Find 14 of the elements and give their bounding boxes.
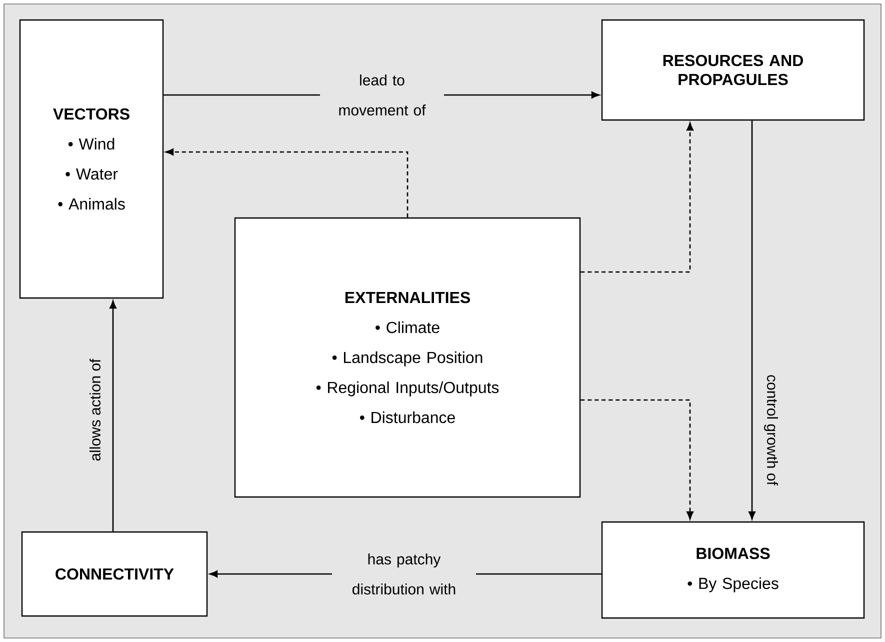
concept-box: BIOMASS • By Species — [601, 521, 865, 619]
edge-label: allows action of — [88, 356, 102, 464]
concept-box: RESOURCES AND PROPAGULES — [601, 19, 865, 121]
arrow — [580, 399, 694, 520]
arrow — [165, 148, 408, 218]
arrow — [580, 122, 694, 273]
edge-label: control growth of — [762, 372, 780, 488]
concept-box: CONNECTIVITY — [21, 531, 208, 617]
concept-box: EXTERNALITIES • Climate • Landscape Position • Regional Inputs/Outputs • Disturbance — [234, 217, 581, 498]
arrow — [748, 120, 756, 520]
arrow — [110, 300, 116, 532]
edge-label: lead to movement of — [320, 72, 444, 118]
edge-label: has patchy distribution with — [332, 552, 476, 596]
concept-box: VECTORS • Wind • Water • Animals — [19, 19, 164, 299]
